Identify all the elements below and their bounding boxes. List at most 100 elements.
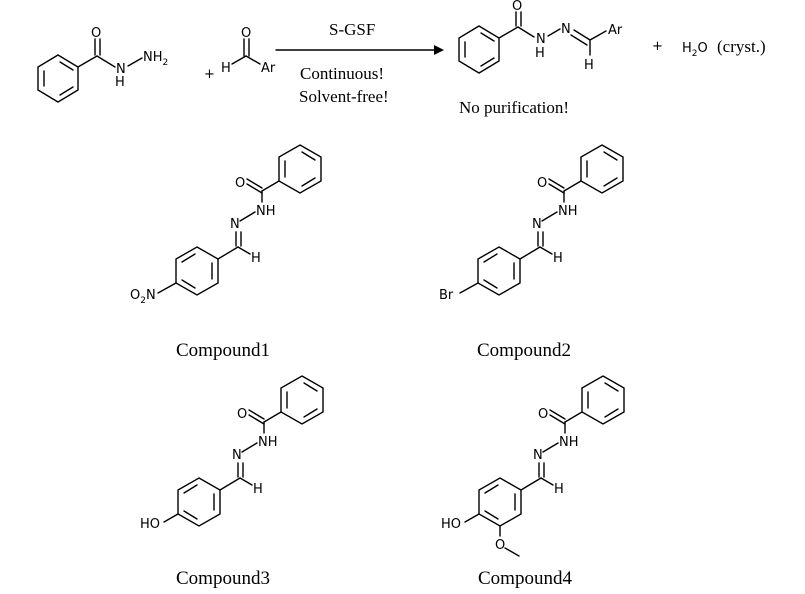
atom-hydroxyl: HO [441, 517, 461, 532]
atom-hydrogen: H [535, 46, 545, 61]
ring-double-bond [303, 382, 318, 392]
ring-carbonyl-bond [263, 411, 282, 423]
benzene-ring [177, 477, 221, 527]
ring-double-bond [301, 177, 316, 187]
carbonyl-double-bond [549, 414, 566, 425]
ch-bond [540, 477, 554, 486]
compound-1-structure: O NH N H O2N [130, 144, 322, 306]
atom-nh: NH [258, 435, 278, 450]
ring-double-bond [480, 32, 495, 42]
atom-oxygen: O [237, 407, 247, 422]
atom-oxygen: O [512, 0, 522, 14]
reactant-benzohydrazide: O N H NH2 [37, 26, 168, 103]
atom-nh: NH [558, 204, 578, 219]
water-h: H [682, 41, 692, 56]
atom-methoxy-oxygen: O [495, 538, 505, 553]
atom-hydrogen: H [221, 61, 231, 76]
ring-double-bond [183, 484, 198, 494]
carbonyl-double-bond [246, 178, 263, 189]
ring-double-bond [604, 382, 619, 392]
n-n-bond [547, 28, 561, 37]
atom-hydrogen: H [115, 75, 125, 90]
compound-2-structure: O NH N H Br [439, 144, 624, 303]
plus-sign: + [204, 67, 215, 82]
amide-bond [517, 26, 535, 38]
catalyst-label: S-GSF [329, 20, 375, 39]
atom-nitrogen: N [232, 448, 242, 463]
c-ar-bond [245, 55, 261, 65]
n-n-bond [127, 57, 143, 67]
ring-double-bond [301, 151, 316, 161]
reaction-arrow-group: S-GSF Continuous! Solvent-free! [275, 20, 444, 106]
methoxy-methyl-bond [504, 547, 520, 557]
ring-carbonyl-bond [261, 180, 280, 192]
n-n-bond [239, 211, 256, 222]
n-n-bond [542, 442, 559, 453]
atom-nh: NH [559, 435, 579, 450]
benzene-ring [477, 246, 521, 296]
compound-4-structure: O NH N H HO O [441, 375, 625, 557]
carbonyl-double-bond [549, 409, 566, 420]
carbonyl-double-bond [248, 414, 265, 425]
atom-hydrogen: H [553, 251, 563, 266]
ring-double-bond [483, 253, 498, 263]
n-n-bond [241, 442, 258, 453]
atom-hydroxyl: HO [140, 517, 160, 532]
ring-double-bond [59, 61, 74, 71]
atom-nitrogen: N [561, 22, 571, 37]
nitro-subscript: 2 [140, 296, 146, 306]
ring-substituent-bond [464, 513, 480, 523]
imine-double-bond [570, 34, 588, 46]
ring-carbonyl-bond [564, 411, 583, 423]
ring-substituent-bond [459, 282, 479, 294]
atom-oxygen: O [91, 26, 101, 41]
atom-nh: NH [256, 204, 276, 219]
ring-carbonyl-bond [563, 180, 582, 192]
atom-nitrogen: N [533, 448, 543, 463]
amide-bond [96, 55, 116, 68]
atom-nitrogen: N [532, 217, 542, 232]
atom-hydrogen: H [554, 482, 564, 497]
condition-continuous: Continuous! [300, 64, 384, 83]
carbonyl-c-bond [77, 55, 98, 68]
atom-ar: Ar [261, 61, 276, 76]
compound-2-label: Compound2 [477, 340, 571, 361]
atom-nitrogen: N [536, 32, 546, 47]
atom-oxygen: O [235, 176, 245, 191]
nitro-n: N [146, 288, 156, 303]
ring-double-bond [484, 484, 499, 494]
carbonyl-double-bond [548, 178, 565, 189]
atom-oxygen: O [538, 407, 548, 422]
ring-double-bond [183, 510, 198, 520]
benzene-ring [280, 375, 324, 425]
ring-substituent-bond [163, 513, 179, 523]
nh2-subscript: 2 [163, 58, 169, 68]
ch-bond [539, 246, 553, 255]
benzene-ring [175, 246, 219, 296]
benzene-ring [581, 375, 625, 425]
arrow-head [434, 45, 444, 55]
atom-hydrogen: H [584, 58, 594, 73]
atom-nh2: NH2 [143, 50, 168, 68]
ring-double-bond [480, 57, 495, 67]
atom-nitrogen: N [116, 62, 126, 77]
ring-double-bond [604, 408, 619, 418]
byproduct-note: (cryst.) [717, 37, 766, 56]
carbonyl-double-bond [548, 183, 565, 194]
imine-double-bond [573, 29, 591, 41]
ring-double-bond [303, 408, 318, 418]
water-o: O [698, 41, 708, 56]
reactant-aldehyde: H O Ar [221, 26, 276, 76]
atom-bromine: Br [439, 288, 454, 303]
compound-1-label: Compound1 [176, 340, 270, 361]
c-ar-bond [589, 30, 607, 41]
atom-ar: Ar [608, 23, 623, 38]
carbonyl-double-bond [246, 183, 263, 194]
atom-hydrogen: H [253, 482, 263, 497]
ring-double-bond [483, 279, 498, 289]
ring-double-bond [181, 279, 196, 289]
ch-bond [231, 55, 247, 65]
atom-oxygen: O [241, 26, 251, 41]
